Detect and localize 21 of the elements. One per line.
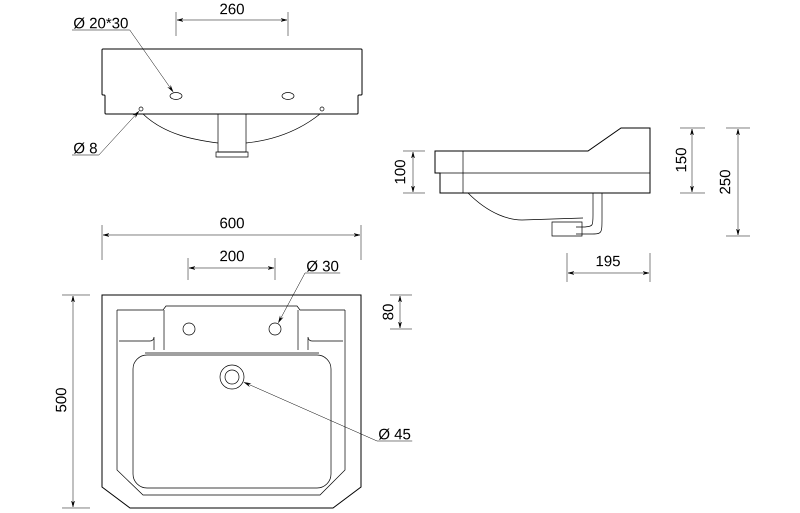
leader-line [244, 382, 412, 442]
leader-line [278, 272, 340, 323]
dimension-label: 100 [394, 160, 406, 184]
dimension-label: Ø 8 [74, 142, 97, 154]
dimension-label: 195 [596, 256, 620, 266]
dimension-label: Ø 45 [378, 428, 410, 440]
dimension-label: 500 [56, 388, 66, 412]
hole [268, 322, 282, 336]
dimension-label: Ø 20*30 [74, 18, 128, 29]
dimension-label: 250 [720, 170, 730, 194]
hole [138, 106, 144, 112]
hole [220, 364, 244, 390]
dimension-label: Ø 30 [306, 260, 338, 272]
dimension-label: 150 [676, 148, 686, 172]
dimension-label: 200 [220, 250, 244, 262]
leader-line [72, 30, 174, 92]
dimension-label: 600 [220, 218, 244, 228]
dimension-label: 80 [382, 304, 394, 320]
slot [170, 92, 182, 100]
dimension-label: 260 [220, 4, 244, 14]
leader-line [72, 111, 139, 156]
